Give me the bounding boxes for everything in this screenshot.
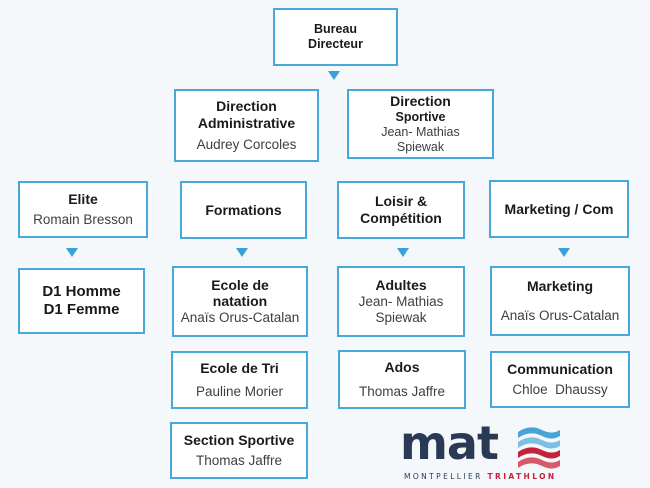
d1-line1: D1 Homme [42, 283, 121, 300]
ecole-natation-box: Ecole de natation Anaïs Orus-Catalan [172, 266, 308, 337]
section-sportive-title: Section Sportive [183, 432, 295, 448]
adultes-person-line2: Spiewak [375, 309, 427, 325]
marketing-box: Marketing Anaïs Orus-Catalan [490, 266, 630, 336]
ecole-natation-title-line2: natation [212, 293, 268, 310]
bureau-title-line2: Directeur [308, 37, 363, 51]
formations-title: Formations [205, 201, 282, 218]
wave-icon [518, 427, 560, 469]
arrow-down-icon [558, 248, 570, 257]
mat-logo: mat MONTPELLIER TRIATHLON [400, 420, 580, 484]
d1-line2: D1 Femme [43, 301, 120, 318]
marketing-title: Marketing [526, 277, 594, 294]
marketing-person: Anaïs Orus-Catalan [500, 308, 620, 324]
marketing-com-title: Marketing / Com [504, 200, 614, 217]
communication-title: Communication [507, 361, 613, 377]
logo-subtitle-plain: MONTPELLIER [404, 472, 488, 481]
communication-person: Chloe Dhaussy [512, 381, 608, 397]
marketing-com-box: Marketing / Com [489, 180, 629, 238]
arrow-down-icon [236, 248, 248, 257]
dir-sportive-person-line1: Jean- Mathias [381, 124, 460, 139]
loisir-competition-box: Loisir & Compétition [337, 181, 465, 239]
dir-sportive-person-line2: Spiewak [396, 139, 445, 154]
dir-admin-title-line1: Direction [216, 98, 277, 115]
ados-box: Ados Thomas Jaffre [338, 350, 466, 409]
adultes-box: Adultes Jean- Mathias Spiewak [337, 266, 465, 337]
d1-box: D1 Homme D1 Femme [18, 268, 145, 334]
dir-admin-title-line2: Administrative [197, 114, 296, 131]
section-sportive-person: Thomas Jaffre [195, 452, 283, 468]
ecole-tri-title: Ecole de Tri [200, 359, 279, 376]
dir-sportive-title-line1: Direction [390, 93, 451, 110]
communication-box: Communication Chloe Dhaussy [490, 351, 630, 408]
loisir-title-line2: Compétition [360, 210, 442, 226]
direction-sportive-box: Direction Sportive Jean- Mathias Spiewak [347, 89, 494, 159]
logo-subtitle: MONTPELLIER TRIATHLON [404, 472, 557, 481]
loisir-title-line1: Loisir & [374, 193, 428, 210]
formations-box: Formations [180, 181, 307, 239]
ecole-natation-title-line1: Ecole de [211, 276, 269, 293]
logo-wordmark: mat [400, 416, 499, 470]
ados-person: Thomas Jaffre [358, 383, 446, 399]
section-sportive-box: Section Sportive Thomas Jaffre [170, 422, 308, 479]
arrow-down-icon [66, 248, 78, 257]
ecole-tri-person: Pauline Morier [195, 384, 284, 400]
elite-box: Elite Romain Bresson [18, 181, 148, 238]
bureau-directeur-box: Bureau Directeur [273, 8, 398, 66]
adultes-person-line1: Jean- Mathias [358, 293, 444, 309]
ecole-tri-box: Ecole de Tri Pauline Morier [171, 351, 308, 409]
dir-admin-person: Audrey Corcoles [196, 136, 297, 152]
arrow-down-icon [397, 248, 409, 257]
arrow-down-icon [328, 71, 340, 80]
bureau-title-line1: Bureau [313, 22, 358, 36]
direction-administrative-box: Direction Administrative Audrey Corcoles [174, 89, 319, 162]
ados-title: Ados [384, 359, 420, 375]
logo-subtitle-accent: TRIATHLON [487, 472, 557, 481]
ecole-natation-person: Anaïs Orus-Catalan [180, 310, 300, 326]
dir-sportive-title-line2: Sportive [395, 109, 446, 124]
adultes-title: Adultes [375, 276, 427, 293]
elite-person: Romain Bresson [33, 212, 133, 228]
elite-title: Elite [68, 190, 98, 207]
